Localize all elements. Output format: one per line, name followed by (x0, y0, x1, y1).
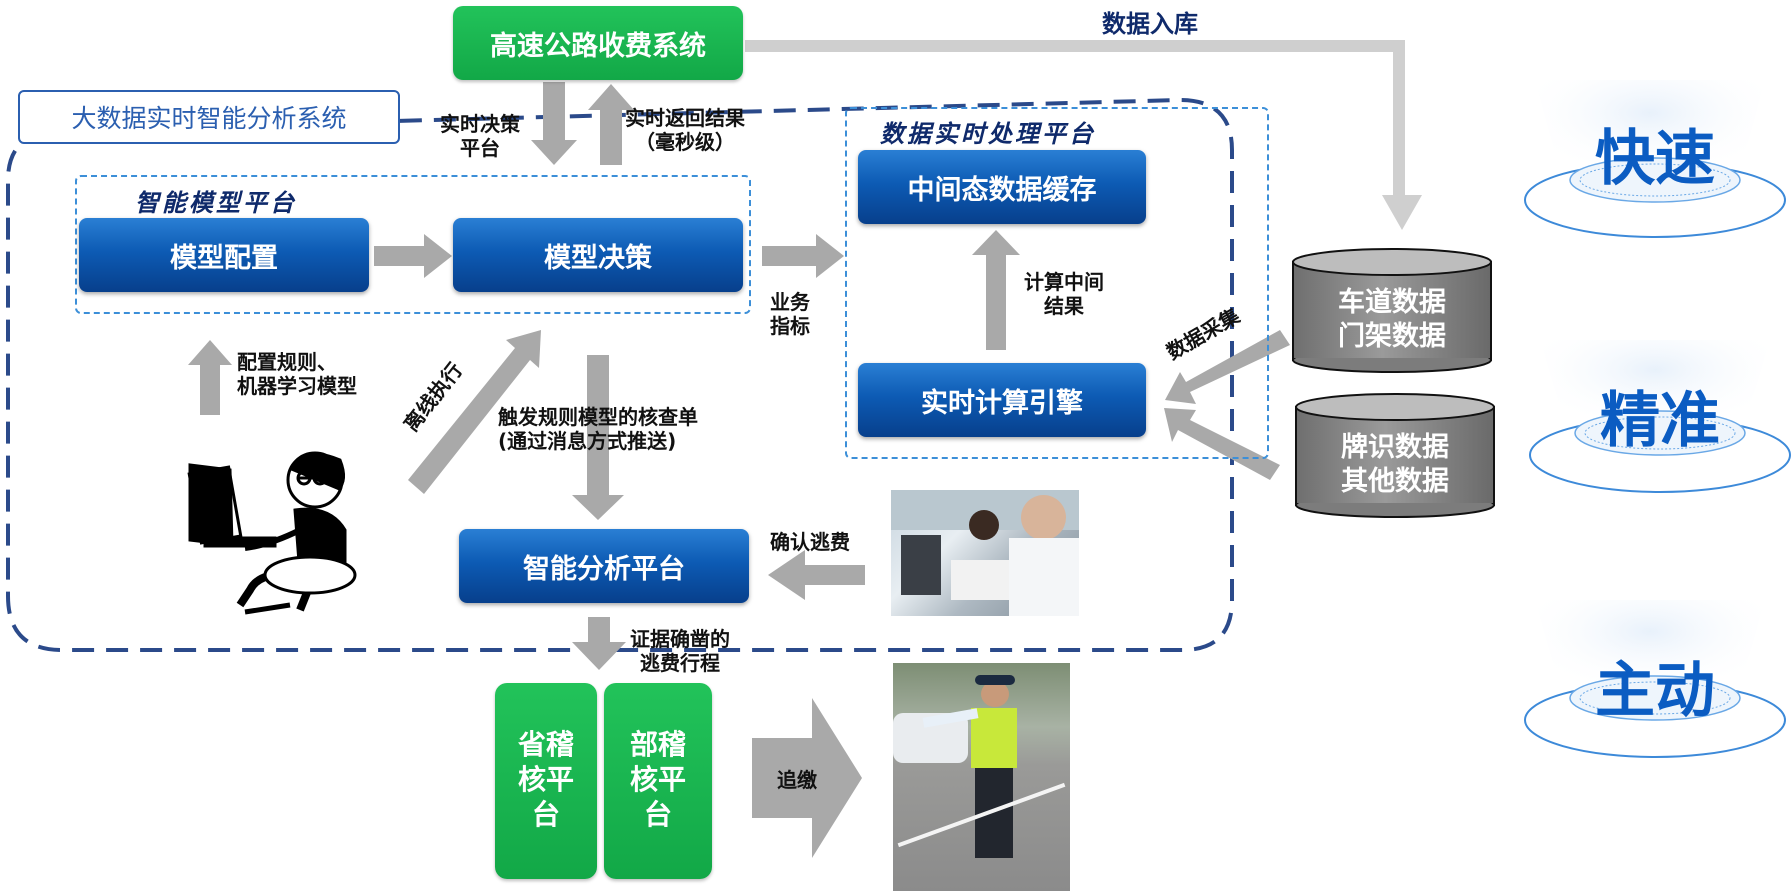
model-decision-box: 模型决策 (453, 218, 743, 292)
rt-return-label: 实时返回结果 （毫秒级） (625, 106, 745, 154)
arrow-confirm (768, 550, 865, 600)
feature-pedestal-2 (1529, 340, 1791, 493)
database-cylinder-2 (1295, 393, 1495, 518)
arrow-collect-2 (1164, 408, 1280, 480)
arrow-evidence (572, 617, 626, 670)
feature-pedestal-1 (1524, 80, 1786, 238)
feature-fast: 快速 (1595, 124, 1715, 194)
toll-system-label: 高速公路收费系统 (490, 30, 706, 62)
arrow-collect-1 (1165, 330, 1290, 404)
down-arrow-decision (531, 82, 577, 165)
operator-illustration (187, 451, 357, 615)
database-2-label: 牌识数据 其他数据 (1341, 432, 1449, 497)
arrow-pursue (752, 698, 862, 858)
trigger-label: 触发规则模型的核查单 (通过消息方式推送) (498, 405, 698, 453)
realtime-platform-title: 数据实时处理平台 (880, 120, 1096, 148)
database-1-label: 车道数据 门架数据 (1338, 287, 1446, 352)
evidence-label: 证据确凿的 逃费行程 (630, 627, 730, 675)
toll-system-box: 高速公路收费系统 (453, 6, 743, 80)
arrow-business-metrics (762, 234, 844, 278)
pursue-label: 追缴 (777, 768, 817, 792)
feature-proactive: 主动 (1595, 656, 1715, 726)
system-label-tag: 大数据实时智能分析系统 (18, 90, 400, 144)
arrow-offline-exec (408, 330, 541, 494)
provincial-audit-box (495, 683, 597, 879)
arrow-config-decision (374, 234, 452, 278)
ministry-audit-label: 部稽 核平 台 (629, 728, 686, 831)
cache-box: 中间态数据缓存 (858, 150, 1146, 224)
provincial-audit-label: 省稽 核平 台 (517, 728, 574, 831)
engine-box: 实时计算引擎 (858, 363, 1146, 437)
system-label: 大数据实时智能分析系统 (71, 104, 347, 133)
intermediate-label: 计算中间 结果 (1024, 270, 1104, 318)
rt-decision-label: 实时决策 平台 (440, 112, 520, 160)
realtime-platform-frame (845, 107, 1269, 459)
database-cylinder-1 (1292, 248, 1492, 373)
up-arrow-return (588, 84, 634, 165)
analysis-platform-box: 智能分析平台 (459, 529, 749, 603)
business-metrics-label: 业务 指标 (770, 290, 810, 338)
ministry-audit-box (604, 683, 712, 879)
model-platform-frame (75, 175, 751, 314)
office-photo (891, 490, 1079, 616)
arrow-engine-cache (972, 230, 1020, 350)
config-rules-label: 配置规则、 机器学习模型 (237, 350, 357, 398)
system-frame (6, 97, 1234, 652)
police-photo (893, 663, 1070, 891)
arrow-config-rules (188, 340, 232, 415)
feature-pedestal-3 (1524, 600, 1786, 758)
confirm-label: 确认逃费 (770, 530, 850, 554)
model-config-box: 模型配置 (79, 218, 369, 292)
model-platform-title: 智能模型平台 (135, 189, 297, 217)
feature-precise: 精准 (1600, 386, 1720, 456)
arrow-trigger (572, 355, 624, 520)
data-ingest-label: 数据入库 (1102, 10, 1198, 38)
